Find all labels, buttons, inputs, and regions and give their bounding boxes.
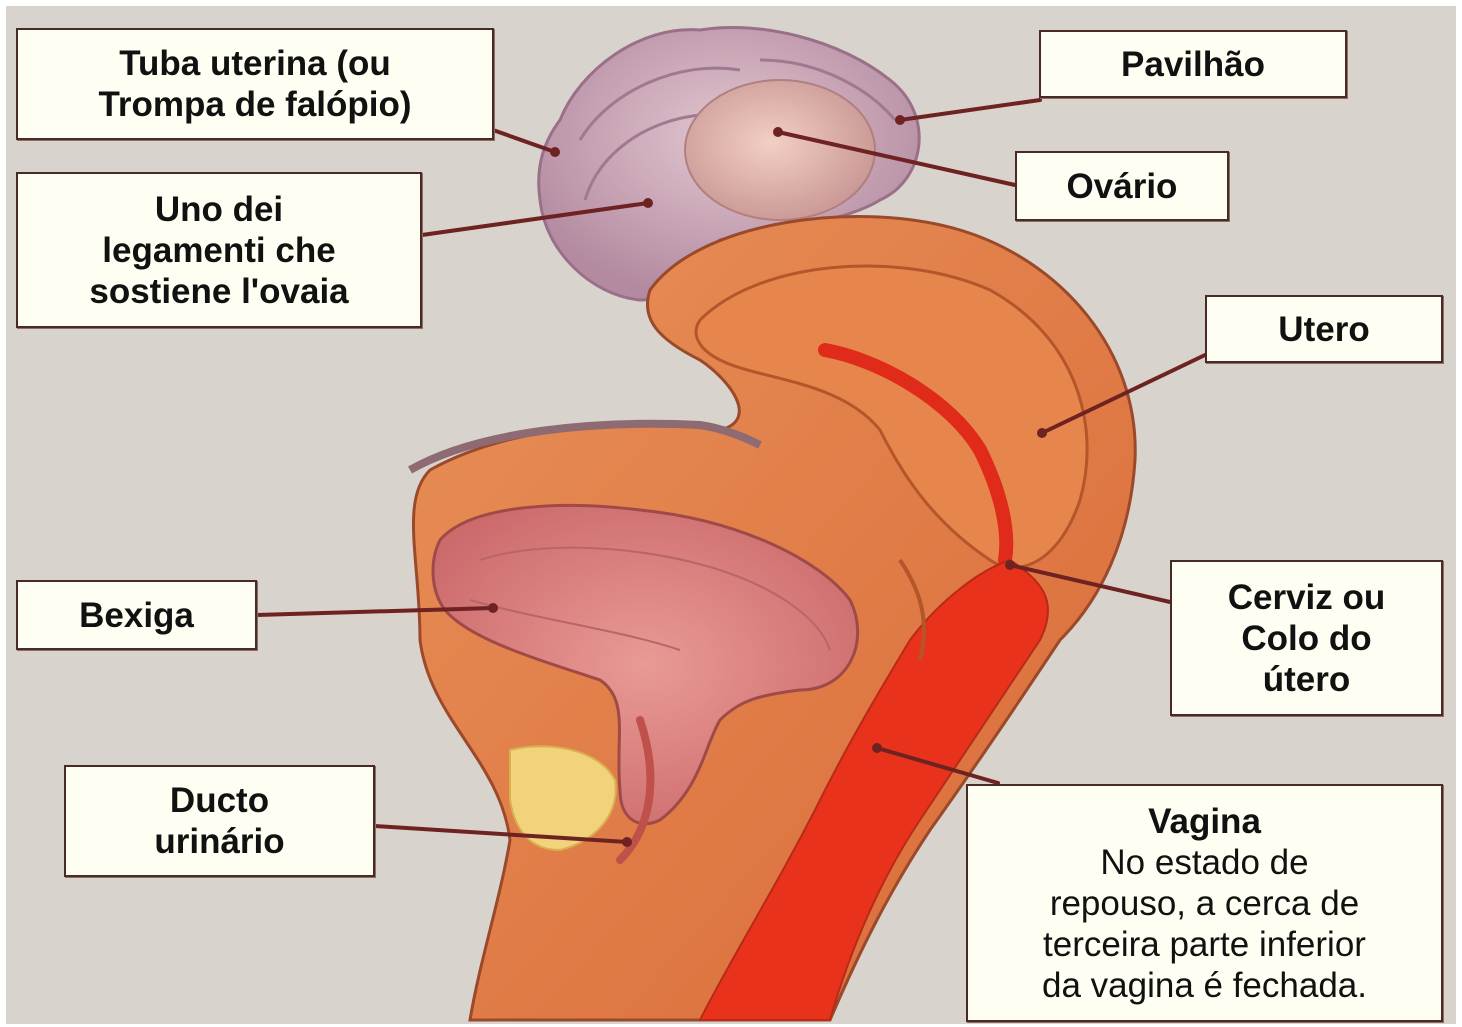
- label-text-line: Ovário: [1067, 166, 1178, 207]
- label-bexiga: Bexiga: [16, 580, 257, 650]
- label-text-line: urinário: [154, 821, 284, 862]
- label-text-line: No estado de: [1100, 842, 1308, 883]
- label-text-line: Bexiga: [79, 595, 194, 636]
- label-text-line: Uno dei: [155, 189, 283, 230]
- label-text-line: terceira parte inferior: [1043, 924, 1366, 965]
- label-text-line: Cerviz ou: [1228, 577, 1386, 618]
- label-text-line: útero: [1263, 659, 1351, 700]
- label-text-line: Pavilhão: [1121, 44, 1265, 85]
- label-pavilhao: Pavilhão: [1039, 30, 1347, 98]
- label-cerviz: Cerviz ou Colo do útero: [1170, 560, 1443, 716]
- label-vagina: Vagina No estado de repouso, a cerca de …: [966, 784, 1443, 1022]
- label-text-line: sostiene l'ovaia: [89, 271, 348, 312]
- label-text-line: Tuba uterina (ou: [119, 43, 391, 84]
- label-text-line: legamenti che: [102, 230, 335, 271]
- label-utero: Utero: [1205, 295, 1443, 363]
- label-text-line: da vagina é fechada.: [1042, 965, 1367, 1006]
- label-ovario: Ovário: [1015, 151, 1229, 221]
- label-ligamento: Uno dei legamenti che sostiene l'ovaia: [16, 172, 422, 328]
- label-vagina-title: Vagina: [1148, 801, 1261, 842]
- label-tuba-uterina: Tuba uterina (ou Trompa de falópio): [16, 28, 494, 140]
- label-text-line: Trompa de falópio): [98, 84, 411, 125]
- label-text-line: Colo do: [1241, 618, 1371, 659]
- label-text-line: Ducto: [170, 780, 269, 821]
- label-text-line: Utero: [1278, 309, 1369, 350]
- ovary-shape: [685, 80, 875, 220]
- label-ducto-urinario: Ducto urinário: [64, 765, 375, 877]
- label-text-line: repouso, a cerca de: [1050, 883, 1359, 924]
